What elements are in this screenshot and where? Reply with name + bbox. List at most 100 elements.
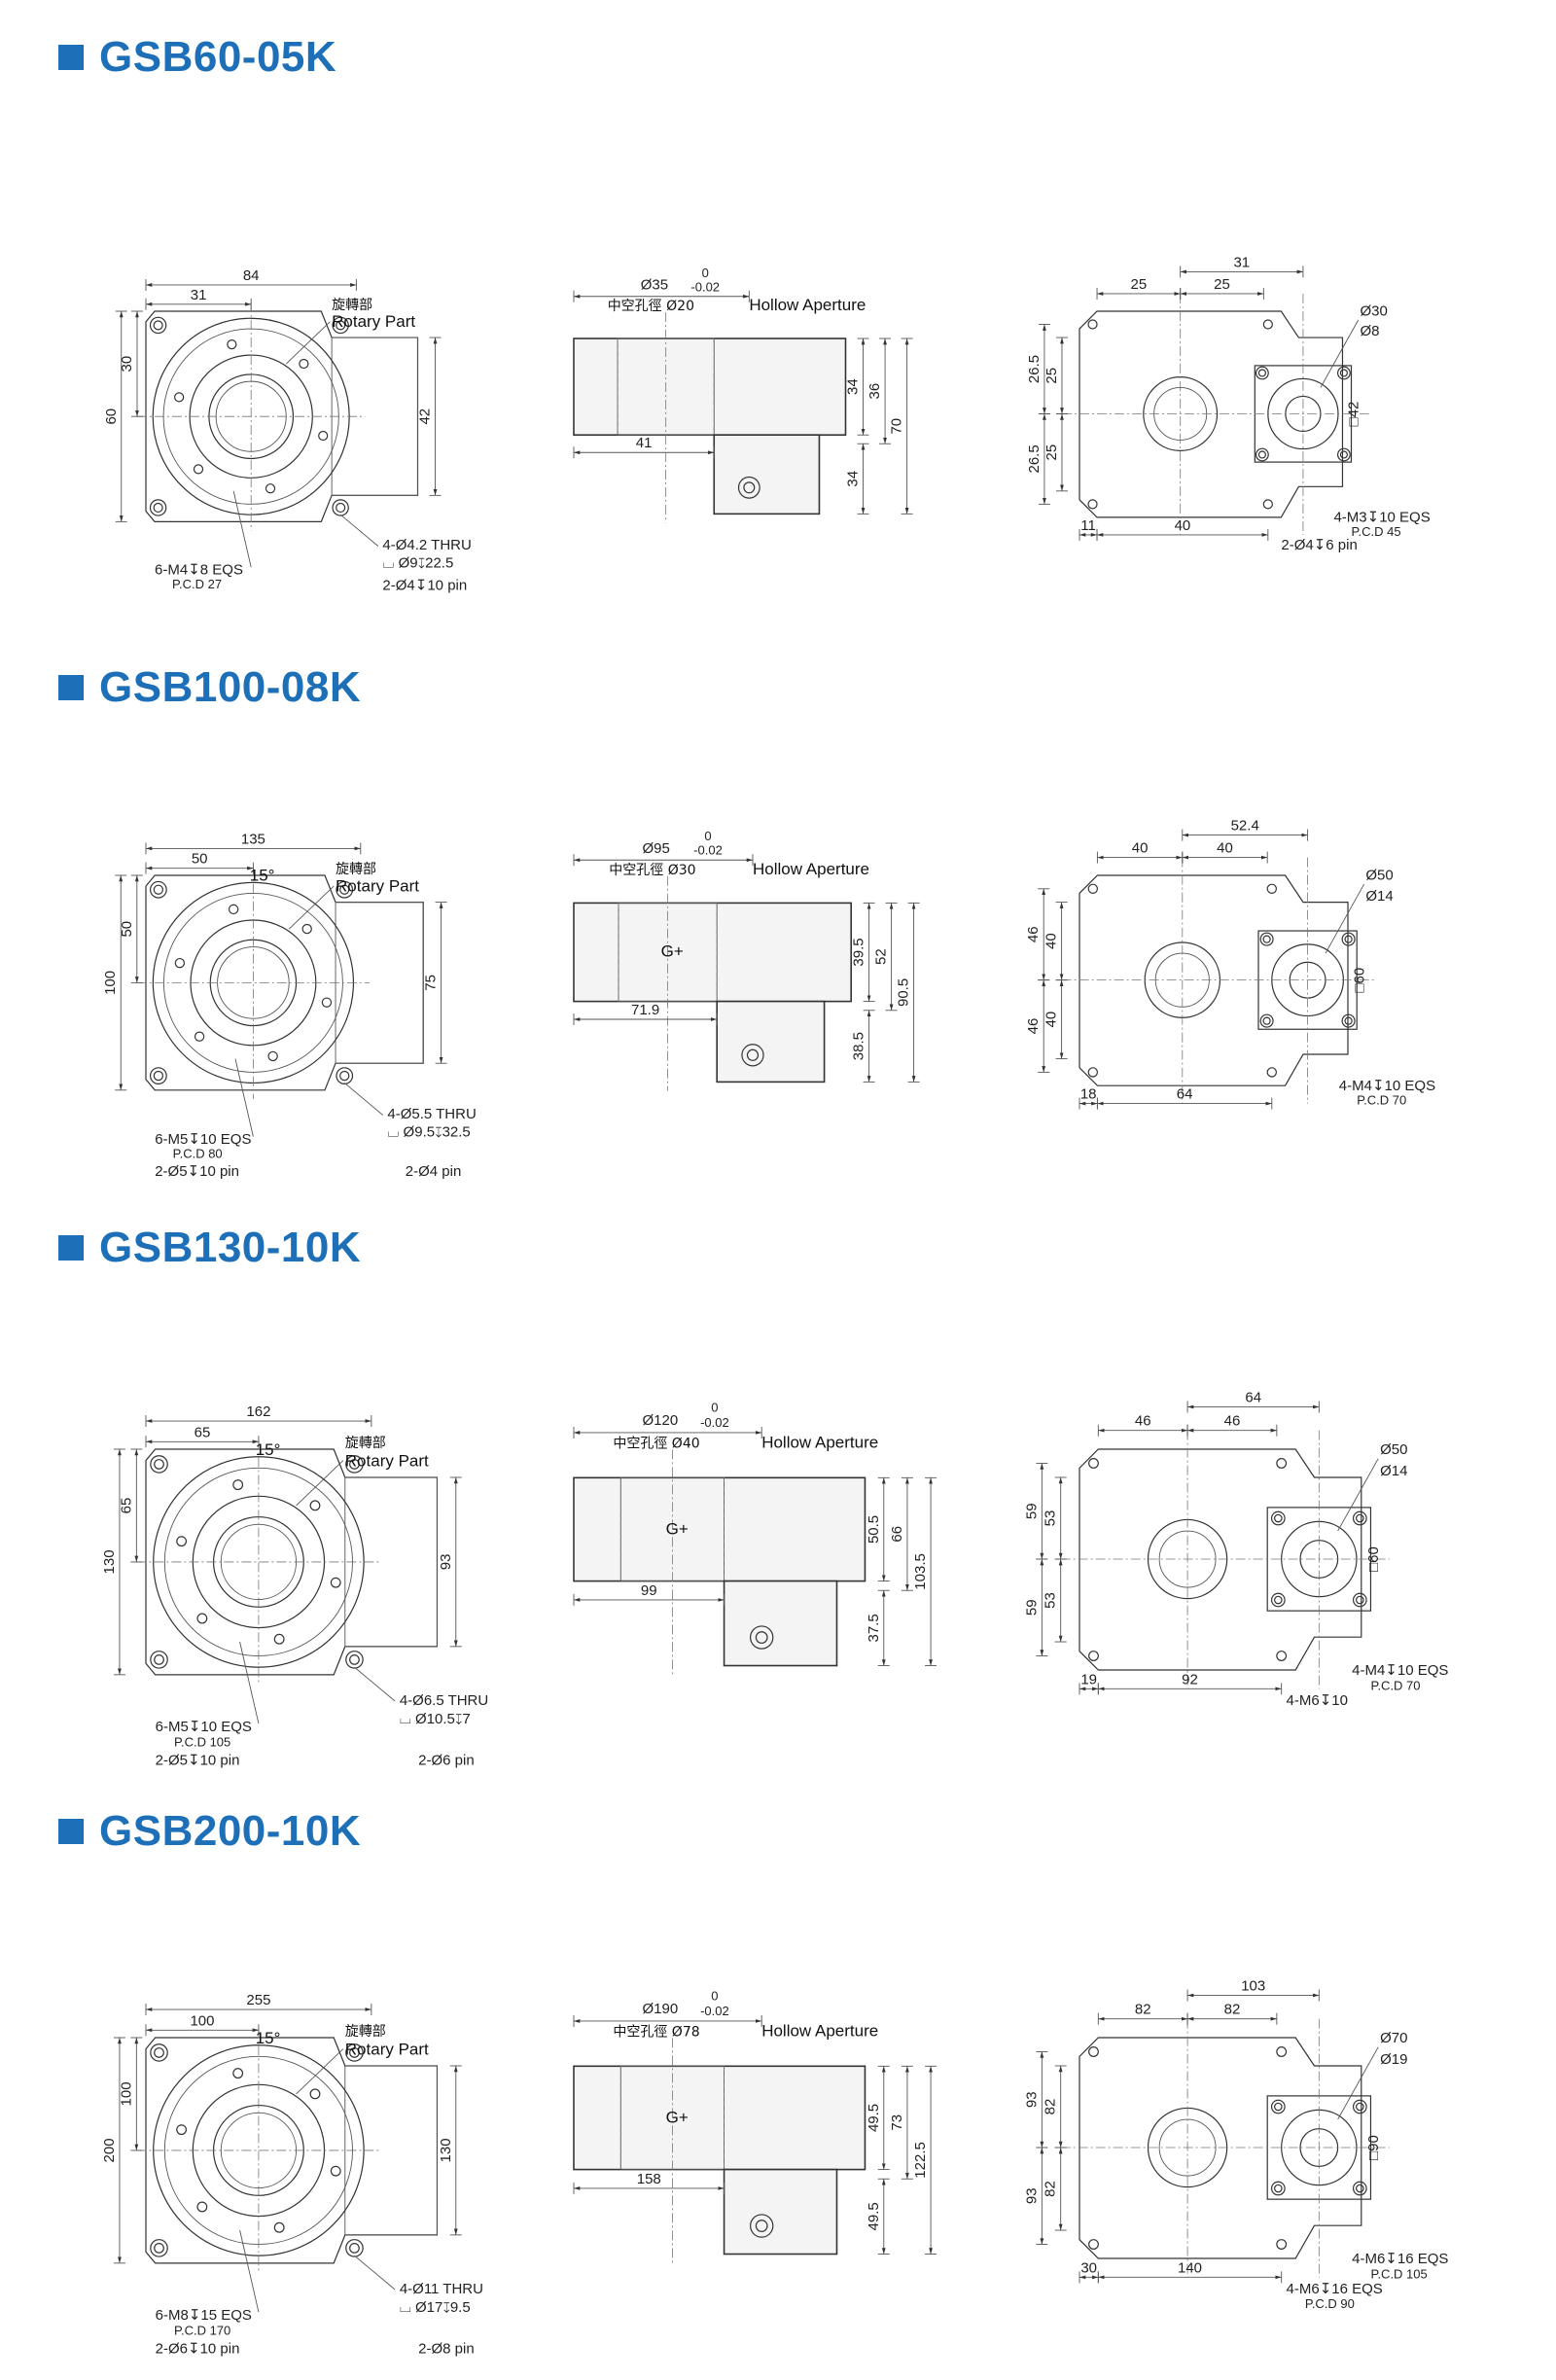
tolerance-upper: 0 xyxy=(711,1401,718,1415)
bolt-hole-outer xyxy=(345,1651,364,1669)
tapped-hole-icon xyxy=(196,2201,208,2213)
dimension-label: 41 xyxy=(636,435,653,451)
dimension-horizontal: 31 xyxy=(1180,254,1304,278)
bolt-hole-icon xyxy=(1336,366,1351,380)
motor-housing xyxy=(331,337,418,496)
angle-label: 15° xyxy=(256,2029,281,2047)
bolt-hole-outer xyxy=(150,1455,168,1474)
dimension-label: 59 xyxy=(1023,1503,1040,1519)
bolt-hole-outer xyxy=(1270,1592,1286,1608)
bolt-hole-icon xyxy=(1341,932,1356,946)
mount-hole-icon xyxy=(1087,319,1098,330)
bolt-hole-outer xyxy=(1352,1510,1367,1526)
dimension-horizontal: 64 xyxy=(1186,1390,1320,1413)
dimension-horizontal: 99 xyxy=(573,1582,725,1606)
bolt-hole-inner xyxy=(1339,369,1348,377)
dimension-label: 30 xyxy=(1080,2259,1097,2276)
mount-hole-icon xyxy=(1276,1458,1288,1469)
bolt-hole-icon xyxy=(150,1067,167,1084)
dimension-label: 255 xyxy=(246,1992,270,2008)
tolerance-lower: -0.02 xyxy=(700,1415,729,1430)
tap-label: 6-M5↧10 EQS xyxy=(156,1719,252,1735)
dimension-horizontal: 40 xyxy=(1182,840,1268,864)
bolt-hole-outer xyxy=(150,1067,167,1084)
hollow-aperture-cn: 中空孔徑 Ø20 xyxy=(608,299,694,314)
bolt-hole-inner xyxy=(349,1654,360,1665)
set-screw-icon xyxy=(746,1048,760,1061)
square-flange-label: □90 xyxy=(1365,2135,1382,2160)
dimension-label: 26.5 xyxy=(1026,444,1043,473)
dimension-vertical: 53 xyxy=(1043,1558,1067,1643)
dimension-vertical: 40 xyxy=(1043,979,1068,1060)
dimension-horizontal: 40 xyxy=(1096,517,1269,541)
leader-line xyxy=(354,2255,396,2291)
dimension-label: 70 xyxy=(889,418,905,435)
dimension-horizontal: 71.9 xyxy=(573,1002,718,1025)
leader-line xyxy=(354,1666,396,1702)
leader-line xyxy=(1325,883,1364,954)
bolt-hole-outer xyxy=(1270,1510,1286,1526)
bolt-hole-outer xyxy=(332,499,349,516)
dimension-horizontal: 25 xyxy=(1180,276,1264,300)
tap-label: 6-M5↧10 EQS xyxy=(155,1131,251,1148)
tolerance-lower: -0.02 xyxy=(693,843,723,858)
dimension-vertical: 70 xyxy=(889,337,913,515)
counterbore-label: ⌴ Ø10.5↧7 xyxy=(400,1711,471,1727)
dimension-label: 40 xyxy=(1175,517,1191,534)
shaft-diameter-label: Ø14 xyxy=(1365,888,1393,905)
shaft-diameter-label: Ø19 xyxy=(1380,2051,1407,2068)
dimension-horizontal: 140 xyxy=(1097,2259,1283,2284)
tapped-hole-icon xyxy=(309,2088,321,2100)
title-marker-icon xyxy=(58,1819,84,1844)
bolt-hole-icon xyxy=(1336,447,1351,462)
pin-label: 2-Ø4↧10 pin xyxy=(382,578,467,594)
title-marker-icon xyxy=(58,675,84,700)
set-screw-icon xyxy=(755,1631,768,1644)
dimension-label: 40 xyxy=(1043,1012,1060,1028)
dimension-label: 46 xyxy=(1025,1018,1042,1035)
rotary-part-cn: 旋轉部 xyxy=(336,862,376,877)
dimension-vertical: 46 xyxy=(1025,888,1050,981)
mount-hole-icon xyxy=(1088,2046,1099,2057)
rear-tap-label: 4-M6↧16 EQS xyxy=(1352,2251,1448,2267)
bolt-hole-outer xyxy=(1255,366,1269,380)
tapped-hole-icon xyxy=(176,1536,188,1547)
dimension-label: 49.5 xyxy=(866,2104,882,2132)
dimension-label: 71.9 xyxy=(631,1002,659,1018)
diameter-label: Ø95 xyxy=(642,840,669,857)
bolt-hole-outer xyxy=(150,880,167,899)
dimension-horizontal: 25 xyxy=(1096,276,1182,300)
bolt-hole-inner xyxy=(153,884,164,895)
dimension-vertical: 25 xyxy=(1043,413,1068,492)
set-screw-icon xyxy=(743,481,756,494)
dimension-horizontal: 82 xyxy=(1097,2002,1188,2025)
dimension-label: 34 xyxy=(845,471,862,487)
dimension-horizontal: 50 xyxy=(145,851,254,874)
dimension-vertical: 93 xyxy=(1023,2051,1048,2149)
dimension-label: 103 xyxy=(1241,1978,1265,1995)
section-title-gsb130: GSB130-10K xyxy=(58,1224,361,1272)
dimension-horizontal: 158 xyxy=(573,2171,725,2194)
dimension-label: 53 xyxy=(1043,1510,1059,1527)
bolt-hole-icon xyxy=(1352,1592,1367,1608)
bolt-hole-icon xyxy=(336,880,354,899)
bolt-hole-icon xyxy=(150,1455,168,1474)
pin-label: 2-Ø6↧10 pin xyxy=(156,2341,240,2358)
dimension-label: 46 xyxy=(1224,1413,1241,1430)
bolt-hole-inner xyxy=(1356,1595,1364,1605)
dimension-label: 135 xyxy=(241,831,265,847)
rotary-part-cn: 旋轉部 xyxy=(345,1436,386,1451)
dimension-horizontal: 31 xyxy=(145,287,252,310)
bolt-hole-inner xyxy=(154,1459,164,1470)
bolt-hole-inner xyxy=(1274,2102,1283,2112)
mount-hole-icon xyxy=(1276,2046,1288,2057)
rear-outline xyxy=(1079,310,1344,518)
rear-pcd-label: P.C.D 105 xyxy=(1370,2266,1427,2281)
rotary-part-label: Rotary Part xyxy=(345,2040,429,2058)
bolt-hole-inner xyxy=(339,1070,350,1082)
bolt-hole-icon xyxy=(1352,2181,1367,2196)
